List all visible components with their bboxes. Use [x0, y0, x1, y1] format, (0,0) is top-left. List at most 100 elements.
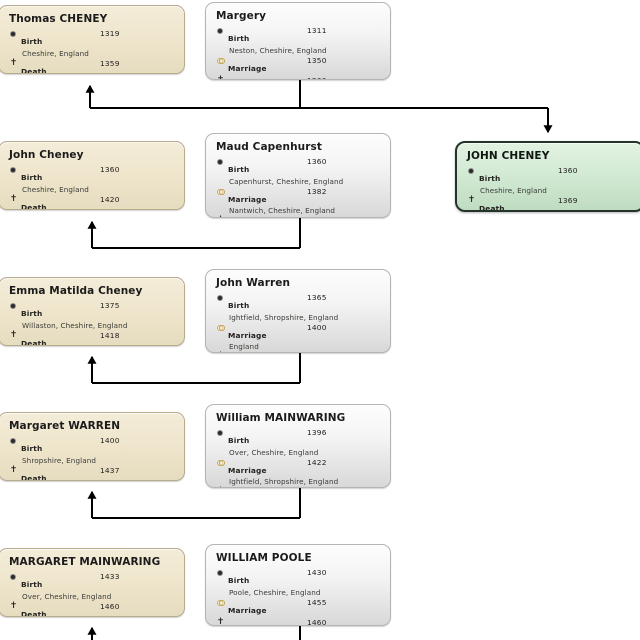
event-birth: Birth 1396 Over, Cheshire, England: [215, 428, 381, 457]
birth-icon: [9, 301, 18, 310]
person-name: William MAINWARING: [216, 412, 346, 424]
marriage-rings-icon: [216, 323, 226, 332]
death-cross-icon: ✝: [217, 352, 225, 353]
person-card-john-cheney[interactable]: John Cheney Birth 1360 Cheshire, England…: [0, 141, 185, 210]
event-year: 1319: [100, 29, 120, 38]
event-year: 1360: [307, 75, 327, 80]
connector-gen2: [87, 218, 301, 249]
event-year: 1499: [307, 487, 327, 488]
event-year: 1425: [307, 216, 327, 217]
person-name: Margaret WARREN: [9, 420, 121, 432]
person-card-margaret-mainwaring[interactable]: MARGARET MAINWARING Birth 1433 Over, Che…: [0, 548, 185, 617]
birth-icon: [9, 165, 18, 174]
death-cross-icon: ✝: [9, 329, 18, 340]
event-year: 1455: [307, 597, 327, 607]
event-birth: Birth 1360 Cheshire, England: [8, 165, 175, 194]
event-year: 1369: [558, 195, 578, 205]
birth-icon: [216, 568, 225, 577]
event-place: Willaston, Cheshire, England: [22, 320, 128, 330]
event-label: Birth: [228, 34, 250, 43]
person-card-john-cheney-selected[interactable]: JOHN CHENEY Birth 1360 Cheshire, England…: [455, 141, 640, 212]
event-death: ✝ Death 1418 England: [8, 329, 175, 346]
death-cross-icon: ✝: [467, 194, 476, 205]
event-birth: Birth 1360 Capenhurst, Cheshire, England: [215, 157, 381, 186]
birth-icon: [9, 29, 18, 38]
person-name: Emma Matilda Cheney: [9, 285, 143, 297]
person-name: MARGARET MAINWARING: [9, 556, 161, 568]
event-label: Marriage: [228, 465, 267, 475]
event-year: 1375: [100, 301, 120, 310]
event-birth: Birth 1311 Neston, Cheshire, England: [215, 26, 381, 55]
person-card-margery[interactable]: Margery Birth 1311 Neston, Cheshire, Eng…: [205, 2, 391, 80]
event-label: Birth: [228, 301, 250, 310]
event-year: 1418: [100, 330, 120, 340]
event-place: Cheshire, England: [480, 185, 547, 195]
event-place: Poole, Cheshire, England: [229, 587, 321, 597]
event-year: 1433: [100, 572, 120, 581]
birth-icon: [9, 436, 18, 445]
marriage-rings-icon: [216, 56, 226, 65]
event-year: 1350: [307, 55, 327, 65]
event-death: ✝ Death 1499 Whitchurch, Shropshire, Eng…: [217, 487, 327, 488]
death-cross-icon: ✝: [217, 487, 225, 488]
event-marriage: Marriage 1400 England: [215, 322, 381, 351]
death-cross-icon: ✝: [9, 464, 18, 475]
event-label: Marriage: [228, 330, 267, 340]
event-place: Nantwich, Cheshire, England: [229, 206, 336, 215]
event-place: Capenhurst, Cheshire, England: [229, 176, 344, 186]
person-name: JOHN CHENEY: [467, 150, 550, 162]
event-label: Death: [479, 203, 505, 212]
person-card-william-mainwaring[interactable]: William MAINWARING Birth 1396 Over, Ches…: [205, 404, 391, 488]
event-death: ✝ Death 1460 Poole, Cheshire, England: [215, 617, 381, 625]
person-card-thomas-cheney[interactable]: Thomas CHENEY Birth 1319 Cheshire, Engla…: [0, 5, 185, 74]
event-death: ✝ Death 1413 England: [217, 352, 225, 353]
event-year: 1422: [307, 457, 327, 467]
event-year: 1400: [307, 322, 327, 332]
event-birth: Birth 1319 Cheshire, England: [8, 29, 175, 58]
event-label: Birth: [228, 165, 250, 174]
person-card-william-poole[interactable]: WILLIAM POOLE Birth 1430 Poole, Cheshire…: [205, 544, 391, 626]
event-year: 1400: [100, 436, 120, 445]
event-death: ✝ Death 1460 Poole, Cheshire, England: [8, 600, 175, 617]
event-label: Birth: [21, 37, 43, 46]
event-year: 1360: [558, 166, 578, 175]
event-marriage: Marriage 1455: [215, 598, 381, 617]
event-year: 1437: [100, 465, 120, 475]
event-label: Birth: [479, 174, 501, 183]
event-birth: Birth 1365 Ightfield, Shropshire, Englan…: [215, 293, 381, 322]
birth-icon: [216, 26, 225, 35]
person-name: John Cheney: [9, 149, 84, 161]
event-marriage: Marriage 1422 Ightfield, Shropshire, Eng…: [215, 457, 381, 486]
person-card-margaret-warren[interactable]: Margaret WARREN Birth 1400 Shropshire, E…: [0, 412, 185, 481]
event-birth: Birth 1360 Cheshire, England: [466, 166, 634, 195]
event-label: Birth: [21, 444, 43, 453]
person-card-emma-matilda-cheney[interactable]: Emma Matilda Cheney Birth 1375 Willaston…: [0, 277, 185, 346]
person-card-maud-capenhurst[interactable]: Maud Capenhurst Birth 1360 Capenhurst, C…: [205, 133, 391, 218]
event-death: ✝ Death 1437 Over, Cheshire, England: [8, 464, 175, 480]
event-year: 1311: [307, 26, 327, 35]
event-death: ✝ Death 1359 England: [8, 58, 175, 74]
birth-icon: [216, 293, 225, 302]
event-label: Birth: [228, 576, 250, 585]
event-label: Death: [21, 66, 47, 74]
event-year: 1420: [100, 194, 120, 204]
connector-gen1: [85, 80, 553, 134]
person-card-john-warren[interactable]: John Warren Birth 1365 Ightfield, Shrops…: [205, 269, 391, 353]
event-label: Marriage: [228, 605, 267, 615]
event-label: Death: [21, 338, 47, 346]
death-cross-icon: ✝: [9, 600, 18, 611]
event-birth: Birth 1430 Poole, Cheshire, England: [215, 568, 381, 597]
marriage-rings-icon: [216, 598, 226, 607]
event-year: 1396: [307, 428, 327, 437]
event-place: Over, Cheshire, England: [229, 447, 319, 457]
connector-gen5: [87, 626, 301, 640]
connector-gen3: [87, 353, 301, 384]
marriage-rings-icon: [216, 187, 226, 196]
birth-icon: [9, 572, 18, 581]
event-year: 1365: [307, 293, 327, 302]
event-label: Birth: [21, 309, 43, 318]
event-death: ✝ Death 1420 England: [8, 194, 175, 209]
event-place: England: [229, 342, 259, 351]
event-label: Death: [21, 609, 47, 617]
event-marriage: Marriage 1350: [215, 56, 381, 75]
